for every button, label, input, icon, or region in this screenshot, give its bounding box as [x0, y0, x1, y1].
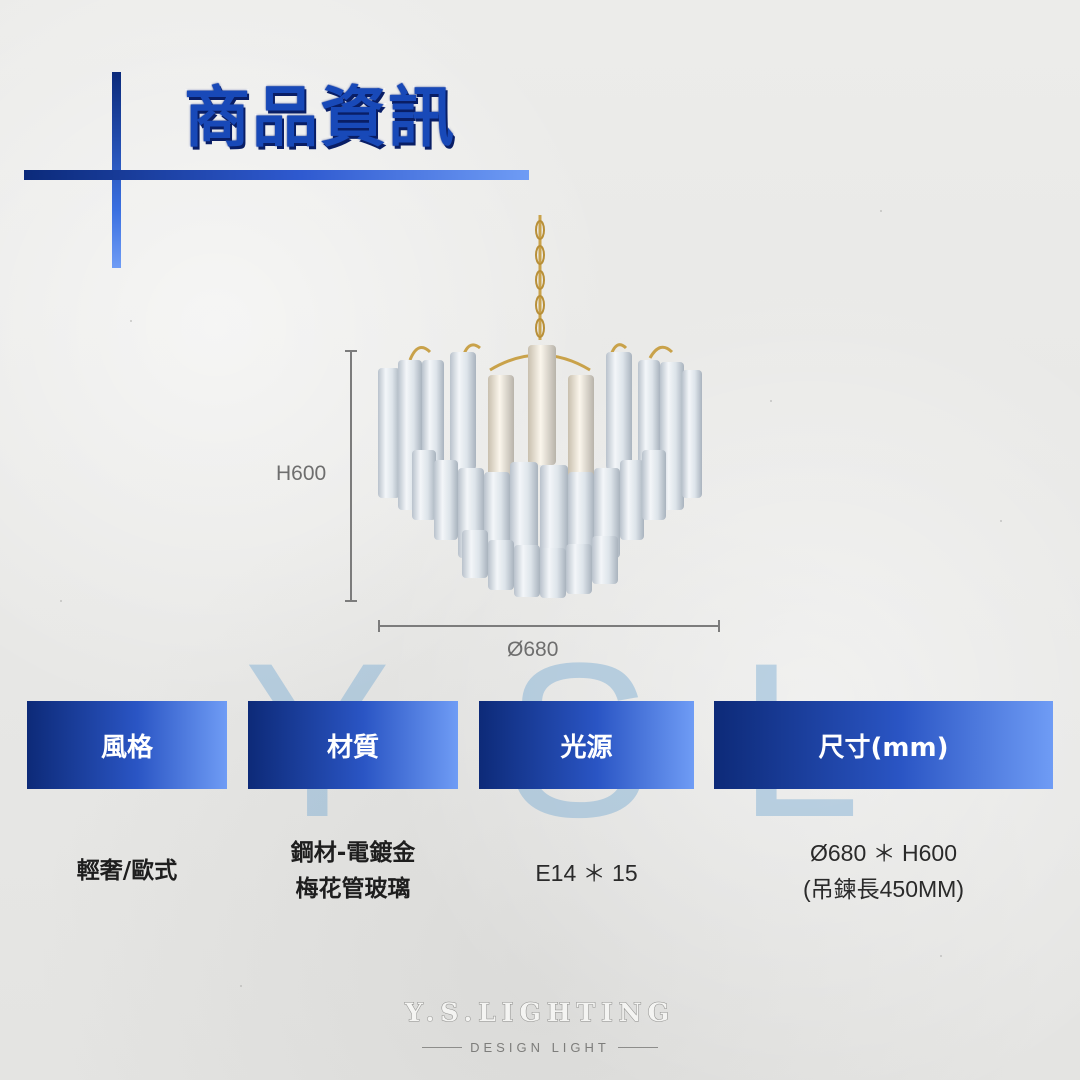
paper-speck — [130, 320, 132, 322]
brand-tagline: DESIGN LIGHT — [418, 1037, 662, 1057]
spec-header-light-source: 光源 — [479, 701, 694, 789]
spec-value-style: 輕奢/歐式 — [27, 853, 227, 889]
spec-value-light-source: E14 ＊ 15 — [479, 855, 694, 891]
paper-speck — [940, 955, 942, 957]
glass-tubes-bottom — [462, 530, 618, 598]
page-title: 商品資訊 — [183, 78, 456, 158]
tagline-rule-left — [422, 1046, 463, 1048]
diameter-dimension-line — [378, 625, 720, 627]
paper-speck — [880, 210, 882, 212]
height-dimension-cap-top — [345, 350, 357, 352]
spec-value-size: Ø680 ＊ H600 (吊鍊長450MM) — [714, 835, 1053, 907]
height-label: H600 — [276, 462, 327, 485]
spec-value-line: 鋼材-電鍍金 — [290, 840, 416, 866]
paper-speck — [240, 985, 242, 987]
paper-speck — [770, 400, 772, 402]
spec-header-material: 材質 — [248, 701, 458, 789]
diameter-dimension-cap-left — [378, 620, 380, 632]
brand-logo-text: Y.S.LIGHTING — [405, 998, 675, 1028]
height-dimension-cap-bottom — [345, 600, 357, 602]
tagline-rule-right — [617, 1046, 658, 1048]
spec-value-line: (吊鍊長450MM) — [802, 876, 964, 902]
spec-value-line: E14 ＊ 15 — [535, 860, 638, 886]
chain — [535, 215, 545, 340]
diameter-dimension-cap-right — [718, 620, 720, 632]
paper-speck — [1000, 520, 1002, 522]
spec-header-style: 風格 — [27, 701, 227, 789]
diameter-label: Ø680 — [507, 638, 559, 661]
spec-value-line: Ø680 ＊ H600 — [809, 840, 958, 866]
chandelier-image — [378, 215, 702, 598]
spec-value-line: 梅花管玻璃 — [295, 876, 411, 902]
spec-header-size: 尺寸(mm) — [714, 701, 1053, 789]
spec-value-line: 輕奢/歐式 — [76, 858, 178, 884]
paper-speck — [60, 600, 62, 602]
height-dimension-line — [350, 350, 352, 602]
tagline-text: DESIGN LIGHT — [470, 1039, 610, 1055]
spec-value-material: 鋼材-電鍍金 梅花管玻璃 — [248, 835, 458, 907]
header-cross-horizontal — [24, 170, 529, 180]
